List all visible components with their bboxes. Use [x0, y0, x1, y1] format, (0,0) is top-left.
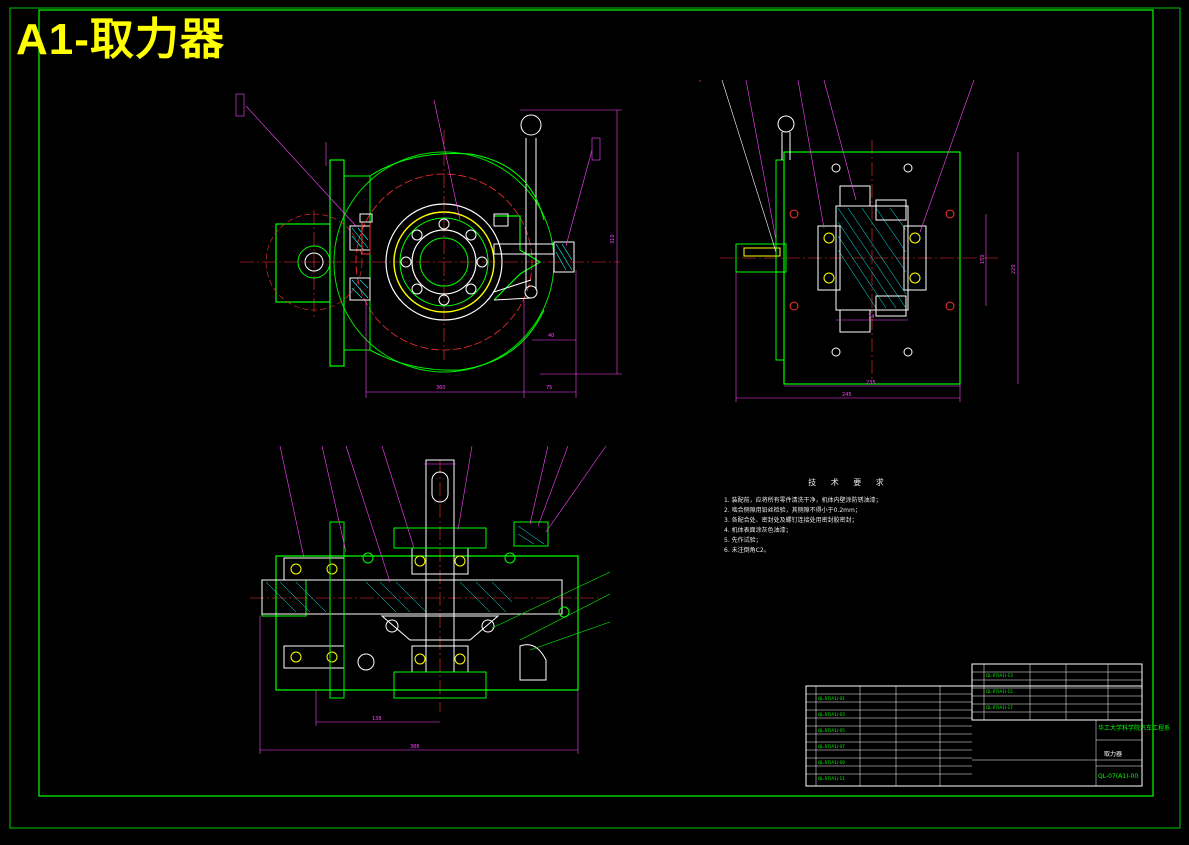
tech-req-item: 1. 装配前，应将所有零件清洗干净，机体内壁涂防锈油漆； [724, 497, 882, 504]
svg-text:QL-07(A1)-03: QL-07(A1)-03 [818, 712, 845, 717]
dim-front-pin: 40 [548, 333, 554, 339]
svg-text:QL-07(A1)-17: QL-07(A1)-17 [986, 705, 1013, 710]
svg-text:QL-07(A1)-09: QL-07(A1)-09 [818, 760, 845, 765]
front-view: 360 75 40 310 [235, 93, 622, 398]
svg-text:QL-07(A1)-07: QL-07(A1)-07 [818, 744, 845, 749]
drawing-title: A1-取力器 [16, 15, 225, 64]
dim-side-inner: 235 [866, 380, 876, 386]
inner-border [38, 9, 1154, 797]
svg-text:QL-07(A1)-01: QL-07(A1)-01 [818, 696, 845, 701]
tech-req-item: 2. 啮合侧隙用铅丝检验，其侧隙不得小于0.2mm； [724, 507, 861, 514]
tech-req-item: 6. 未注倒角C2。 [724, 547, 770, 554]
tech-req-item: 3. 各配合处、密封处及螺钉连接处用密封胶密封； [724, 517, 858, 524]
dim-side-mid: 150 [980, 254, 986, 264]
dim-bottom-inner: 138 [372, 716, 382, 722]
dim-side-small: 74 [868, 314, 874, 320]
dim-bottom-width: 386 [410, 744, 420, 750]
svg-text:QL-07(A1)-15: QL-07(A1)-15 [986, 689, 1013, 694]
dim-front-height: 310 [610, 234, 616, 244]
tech-req-item: 5. 先作试验； [724, 537, 762, 544]
title-block-drawing-no: QL-07(A1)-00 [1098, 773, 1138, 780]
svg-text:QL-07(A1)-11: QL-07(A1)-11 [818, 776, 845, 781]
dim-front-right: 75 [546, 385, 552, 391]
side-view: 245 235 74 220 150 [699, 79, 1019, 402]
section-view: 386 138 [250, 445, 611, 754]
dim-front-width: 360 [436, 385, 446, 391]
dim-side-outer: 245 [842, 392, 852, 398]
outer-border [9, 7, 1181, 829]
technical-requirements: 技 术 要 求 1. 装配前，应将所有零件清洗干净，机体内壁涂防锈油漆； 2. … [724, 478, 974, 556]
dim-side-height: 220 [1011, 264, 1017, 274]
title-block-part-name: 取力器 [1104, 750, 1122, 758]
svg-text:QL-07(A1)-13: QL-07(A1)-13 [986, 673, 1013, 678]
svg-text:QL-07(A1)-05: QL-07(A1)-05 [818, 728, 845, 733]
tech-req-item: 4. 机体表面涂灰色油漆； [724, 527, 792, 534]
title-block: QL-07(A1)-01 QL-07(A1)-03 QL-07(A1)-05 Q… [805, 663, 1170, 787]
title-block-school: 华工大学科学院汽车工程系 [1098, 724, 1170, 732]
tech-req-heading: 技 术 要 求 [808, 478, 890, 487]
